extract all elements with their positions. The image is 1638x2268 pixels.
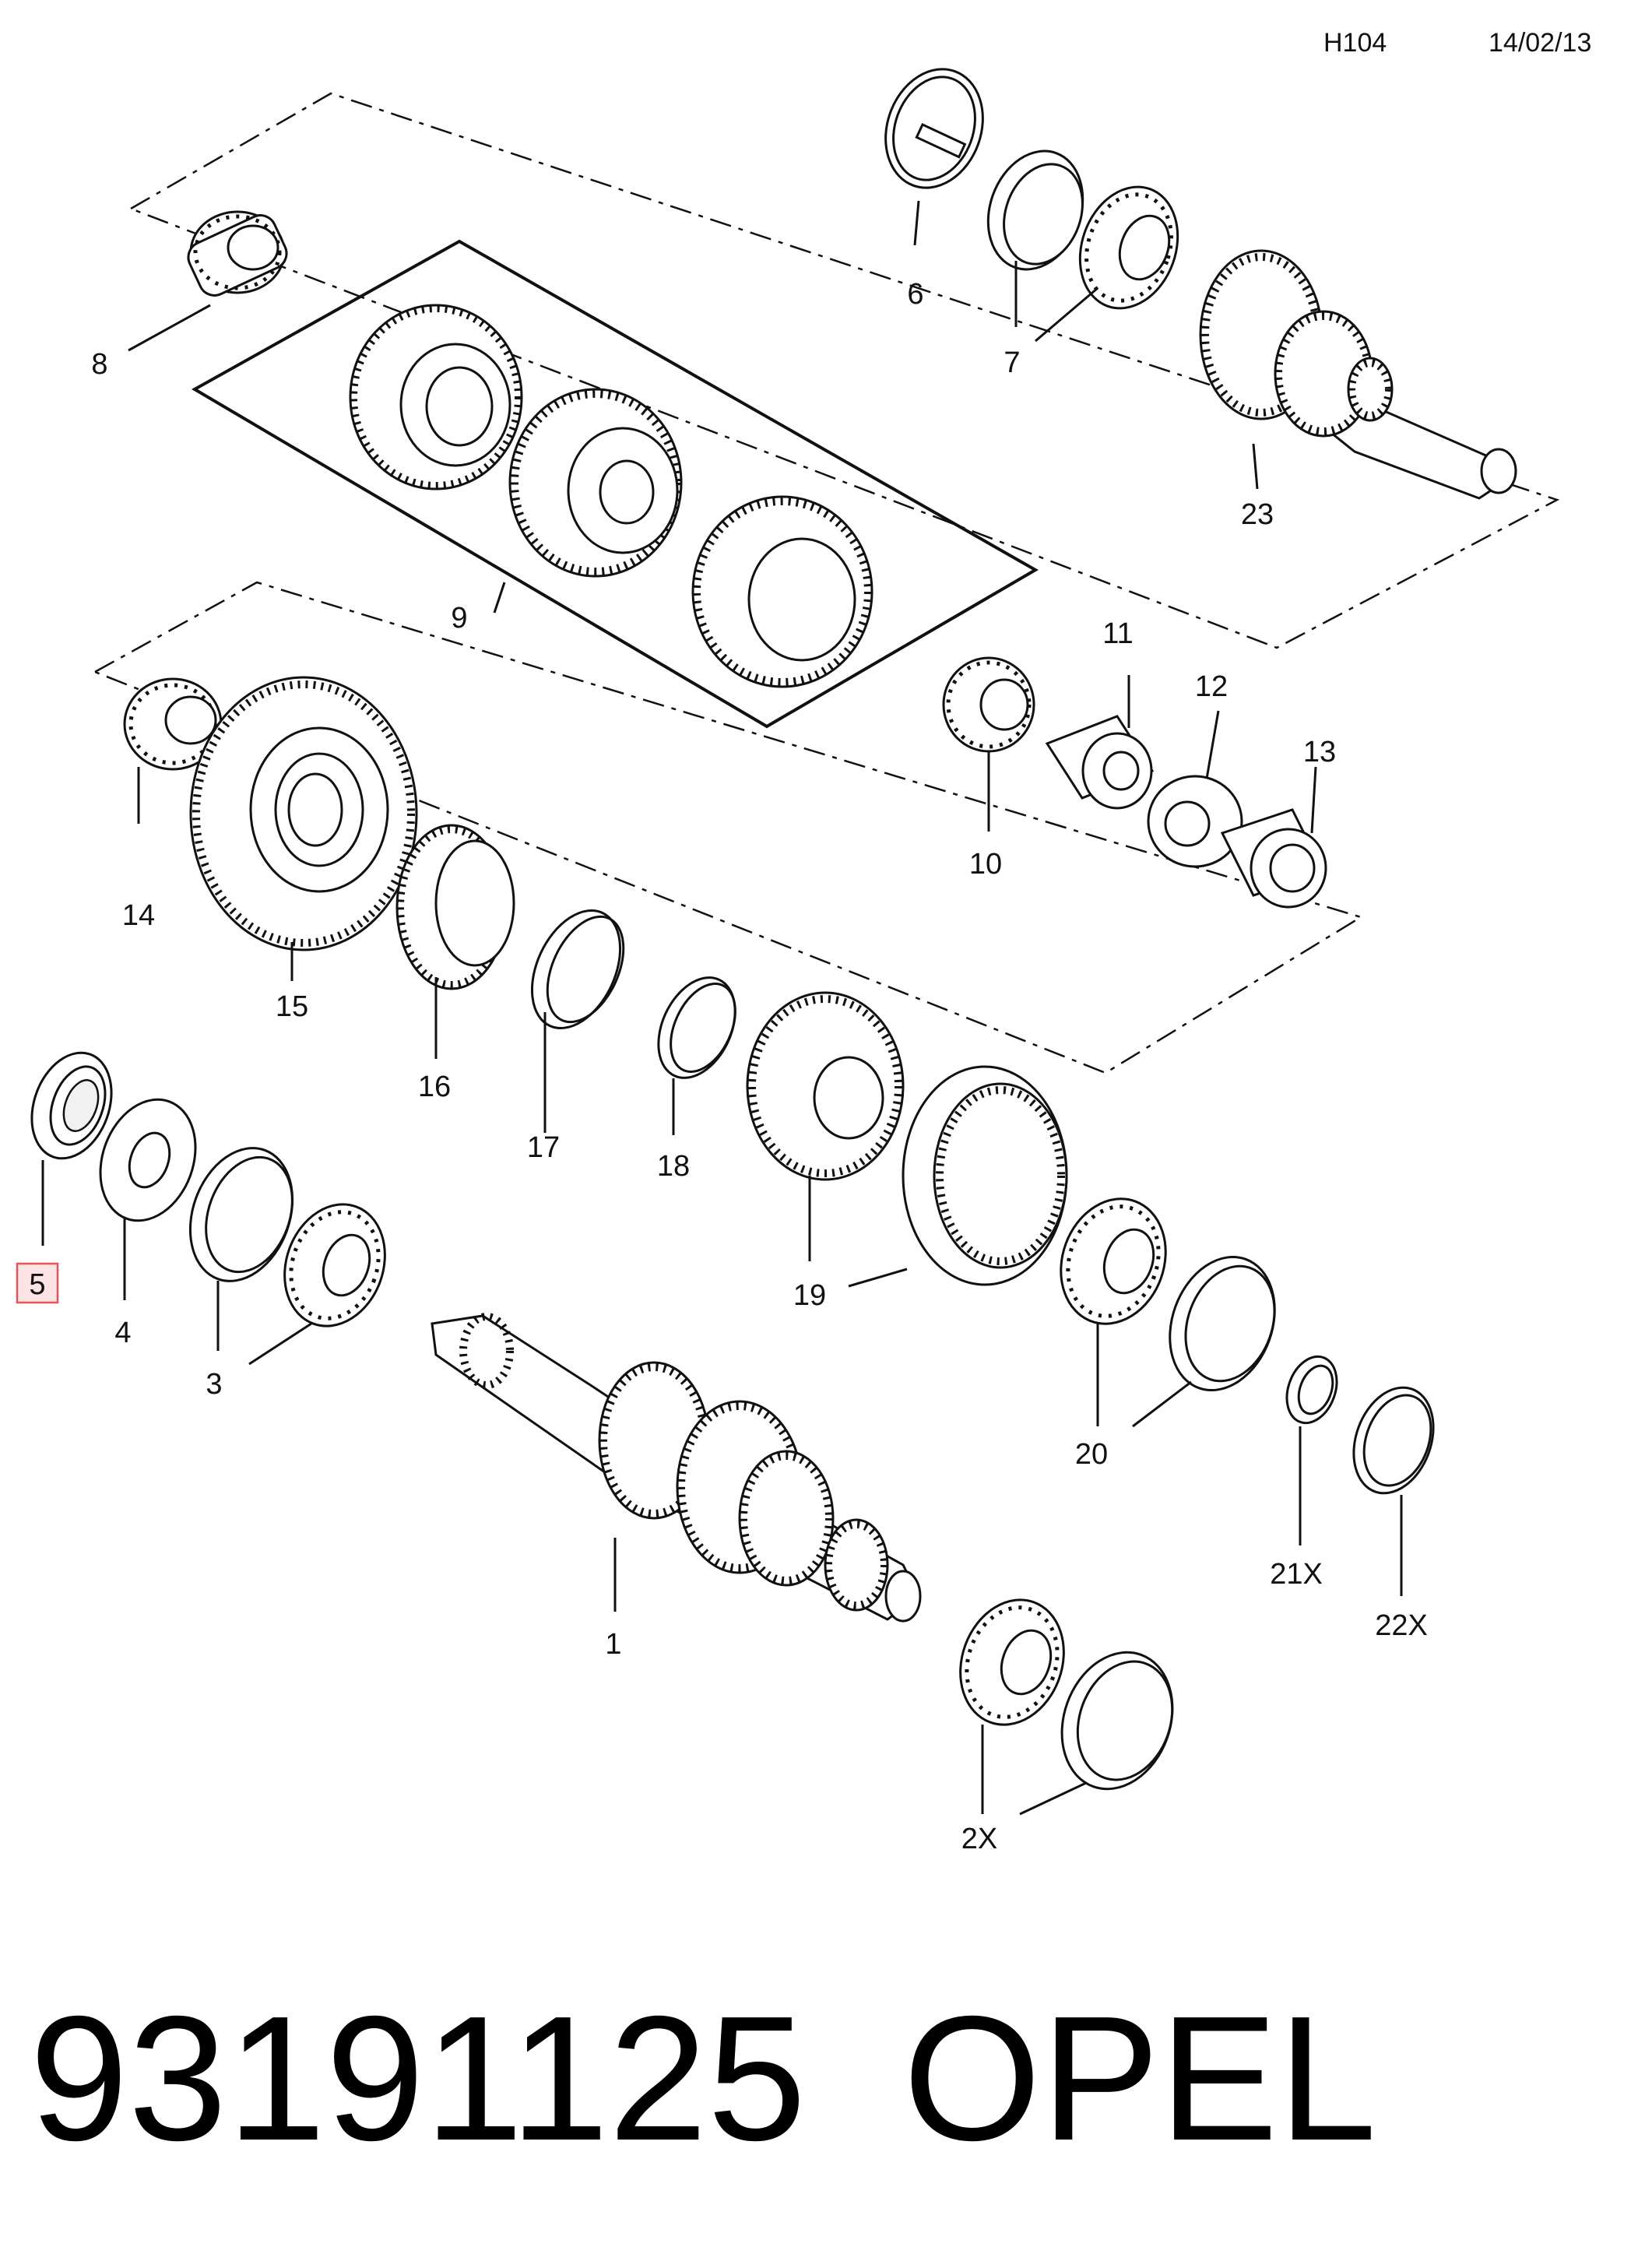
- callout-15: 15: [276, 990, 308, 1023]
- tapered-bearing-3: [283, 1203, 386, 1327]
- bearing-race-3: [188, 1147, 294, 1282]
- callout-4: 4: [114, 1317, 131, 1349]
- input-shaft-1: [431, 1313, 922, 1623]
- callout-10: 10: [969, 848, 1002, 881]
- circlip-18: [657, 976, 736, 1079]
- bushing-13: [1220, 808, 1327, 909]
- output-shaft-23: [1199, 249, 1517, 500]
- callout-21x: 21X: [1270, 1558, 1323, 1591]
- bearing-race-20: [1169, 1255, 1276, 1392]
- diagram-date: 14/02/13: [1489, 28, 1591, 58]
- callout-11: 11: [1102, 617, 1133, 650]
- bushing-11: [1045, 715, 1155, 810]
- callout-6: 6: [907, 278, 923, 311]
- tapered-bearing-7: [1078, 185, 1179, 310]
- brand-name: OPEL: [903, 1980, 1376, 2178]
- thrust-washer-12: [1147, 775, 1243, 868]
- synchro-sleeve-19: [902, 1065, 1068, 1286]
- callout-17: 17: [527, 1131, 560, 1164]
- callout-5-highlight: [16, 1262, 59, 1304]
- callout-20: 20: [1075, 1438, 1108, 1471]
- dog-gear-19: [746, 991, 905, 1181]
- tapered-bearing-20: [1060, 1197, 1167, 1325]
- shim-22x: [1352, 1386, 1435, 1495]
- bearing-race-2x: [1060, 1651, 1174, 1791]
- gear-9b: [691, 495, 873, 688]
- needle-bearing-8: [187, 210, 288, 297]
- upper-shaft-group-outline: [128, 92, 1560, 649]
- callout-7: 7: [1004, 346, 1020, 379]
- leader-lines: [41, 200, 1403, 1816]
- callout-1: 1: [605, 1628, 621, 1661]
- callout-12: 12: [1195, 670, 1228, 703]
- large-gear-15: [189, 676, 418, 951]
- part-number: 93191125: [30, 1980, 807, 2178]
- synchro-kit-outline: [191, 239, 1039, 729]
- callout-9: 9: [451, 602, 467, 635]
- shim-4: [99, 1098, 197, 1222]
- callout-13: 13: [1303, 736, 1336, 768]
- spring-ring-17: [530, 909, 625, 1030]
- bearing-race-7: [986, 149, 1084, 271]
- tapered-bearing-2x: [959, 1598, 1065, 1726]
- callout-5: 5: [29, 1268, 45, 1301]
- callout-2x: 2X: [961, 1823, 997, 1855]
- callout-8: 8: [91, 348, 107, 381]
- callout-19: 19: [793, 1279, 826, 1312]
- callout-18: 18: [657, 1150, 690, 1183]
- oil-seal-5: [30, 1051, 113, 1160]
- synchro-ring-16: [395, 824, 515, 990]
- callout-3: 3: [206, 1368, 222, 1401]
- needle-bearing-14: [123, 677, 223, 771]
- callout-16: 16: [418, 1071, 451, 1103]
- snap-ring-6: [884, 68, 984, 189]
- circlip-21x: [1285, 1355, 1338, 1425]
- diagram-code: H104: [1323, 28, 1387, 58]
- callout-22x: 22X: [1375, 1609, 1428, 1642]
- needle-bearing-10: [942, 656, 1035, 753]
- callout-23: 23: [1241, 498, 1274, 531]
- callout-14: 14: [122, 899, 155, 932]
- gear-9a: [349, 304, 523, 491]
- synchro-hub-9: [508, 388, 683, 578]
